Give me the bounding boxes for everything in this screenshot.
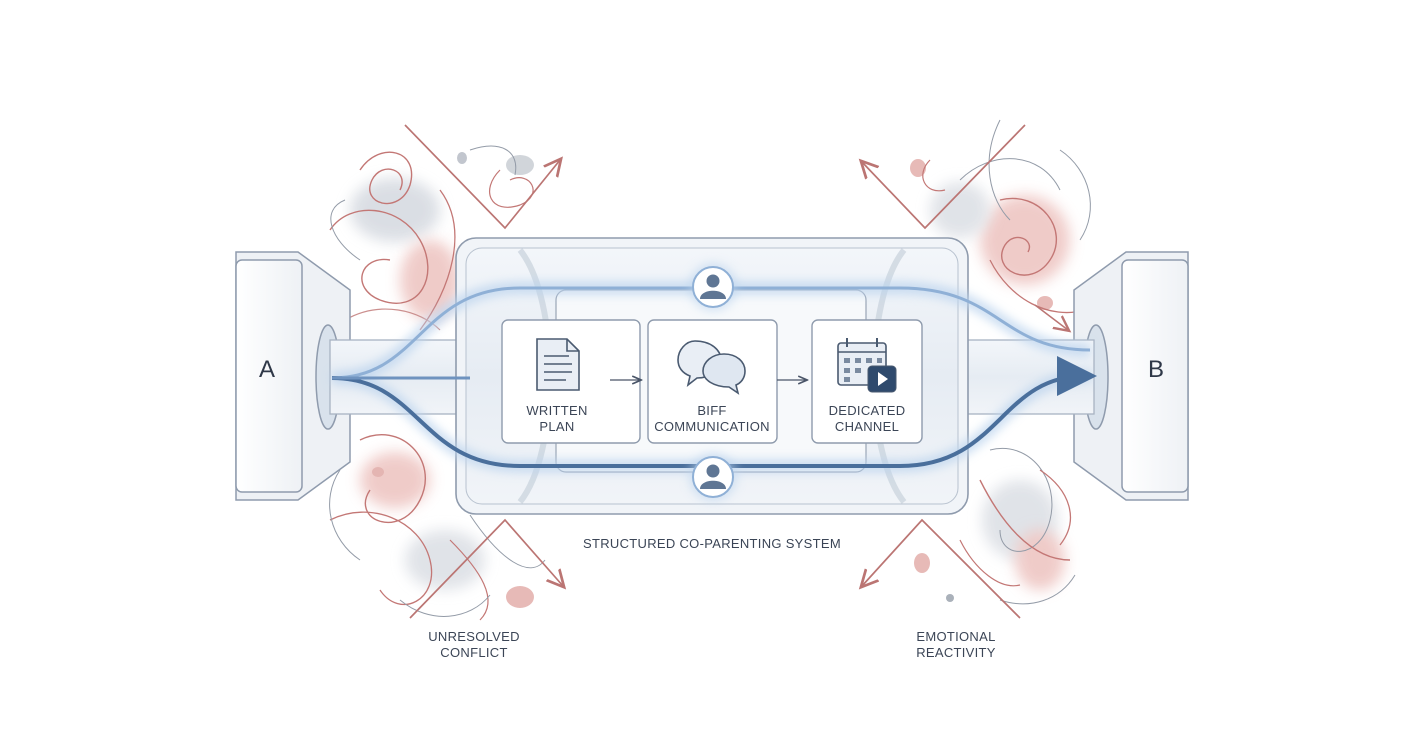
calendar-video-icon — [837, 338, 897, 393]
step-card-written-plan — [501, 319, 641, 444]
endpoint-a-block — [235, 251, 351, 501]
parent-node-bottom — [689, 453, 737, 501]
system-caption: STRUCTURED CO-PARENTING SYSTEM — [583, 536, 841, 551]
document-icon — [536, 338, 580, 391]
step-card-dedicated-channel — [811, 319, 923, 444]
person-icon — [700, 464, 726, 489]
person-icon — [700, 274, 726, 299]
chat-bubbles-icon — [677, 340, 746, 395]
parent-node-top — [689, 263, 737, 311]
turbulence-left — [329, 124, 563, 621]
step-card-biff-communication — [647, 319, 778, 444]
endpoint-b-label: B — [1147, 356, 1164, 383]
turbulence-right — [862, 119, 1091, 619]
endpoint-a-label: A — [258, 356, 275, 383]
